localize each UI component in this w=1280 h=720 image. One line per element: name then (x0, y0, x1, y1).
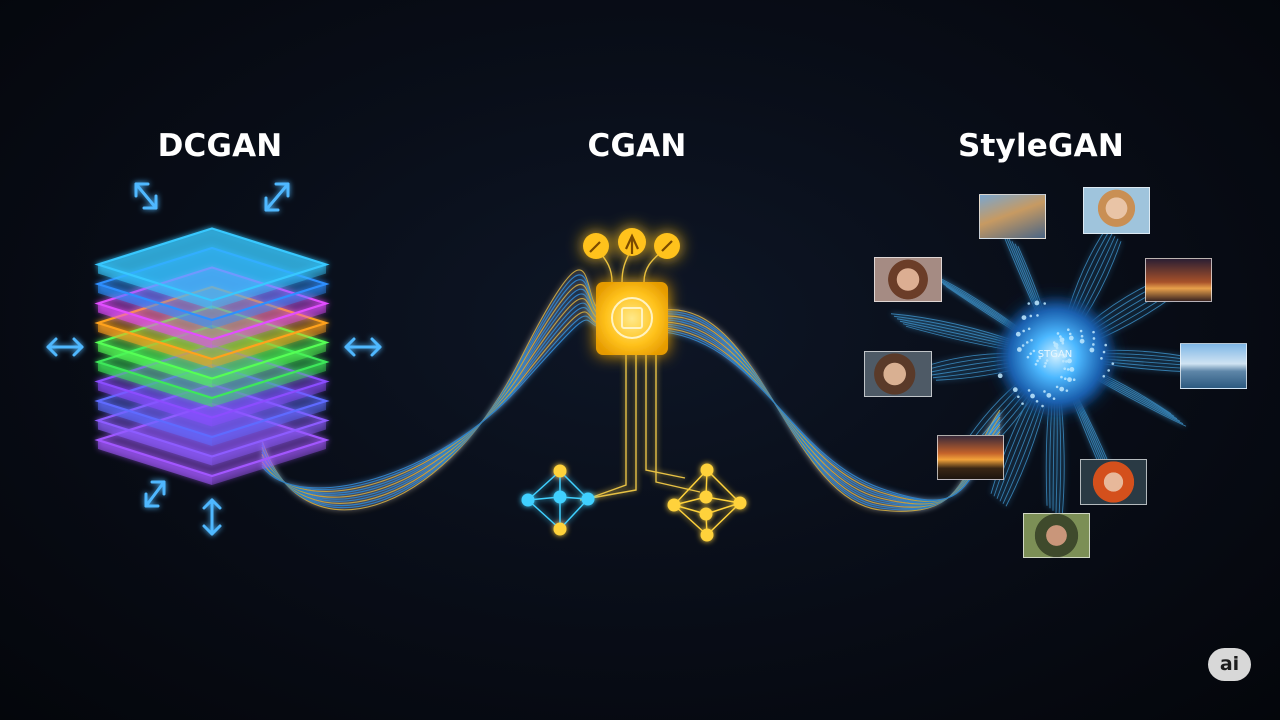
portrait-thumbnail (1023, 513, 1090, 558)
dcgan-layer (94, 227, 330, 310)
network-node-icon (667, 463, 747, 542)
dcgan-layer-stack (94, 227, 330, 485)
landscape-thumbnail (1145, 258, 1212, 302)
dcgan-expand-arrows (46, 182, 382, 536)
expand-arrow-icon (144, 480, 166, 508)
stylegan-core (890, 228, 1219, 519)
portrait-thumbnail (864, 351, 932, 397)
cgan-module (521, 228, 747, 542)
expand-arrow-icon (46, 337, 84, 357)
portrait-thumbnail (1080, 459, 1147, 505)
stylegan-title: StyleGAN (958, 128, 1124, 164)
expand-arrow-icon (134, 182, 158, 210)
thumbnail-image (979, 194, 1046, 239)
landscape-thumbnail (1180, 343, 1247, 389)
expand-arrow-icon (202, 498, 222, 536)
cgan-title: CGAN (587, 128, 687, 164)
dcgan-title: DCGAN (157, 128, 283, 164)
expand-arrow-icon (264, 182, 290, 212)
portrait-thumbnail (1083, 187, 1150, 234)
landscape-thumbnail (937, 435, 1004, 480)
stylegan-core-label: STGAN (1037, 349, 1073, 360)
ai-badge: ai (1208, 648, 1251, 681)
expand-arrow-icon (344, 337, 382, 357)
portrait-thumbnail (874, 257, 942, 302)
chip-icon (596, 282, 668, 355)
network-node-icon (521, 464, 595, 536)
